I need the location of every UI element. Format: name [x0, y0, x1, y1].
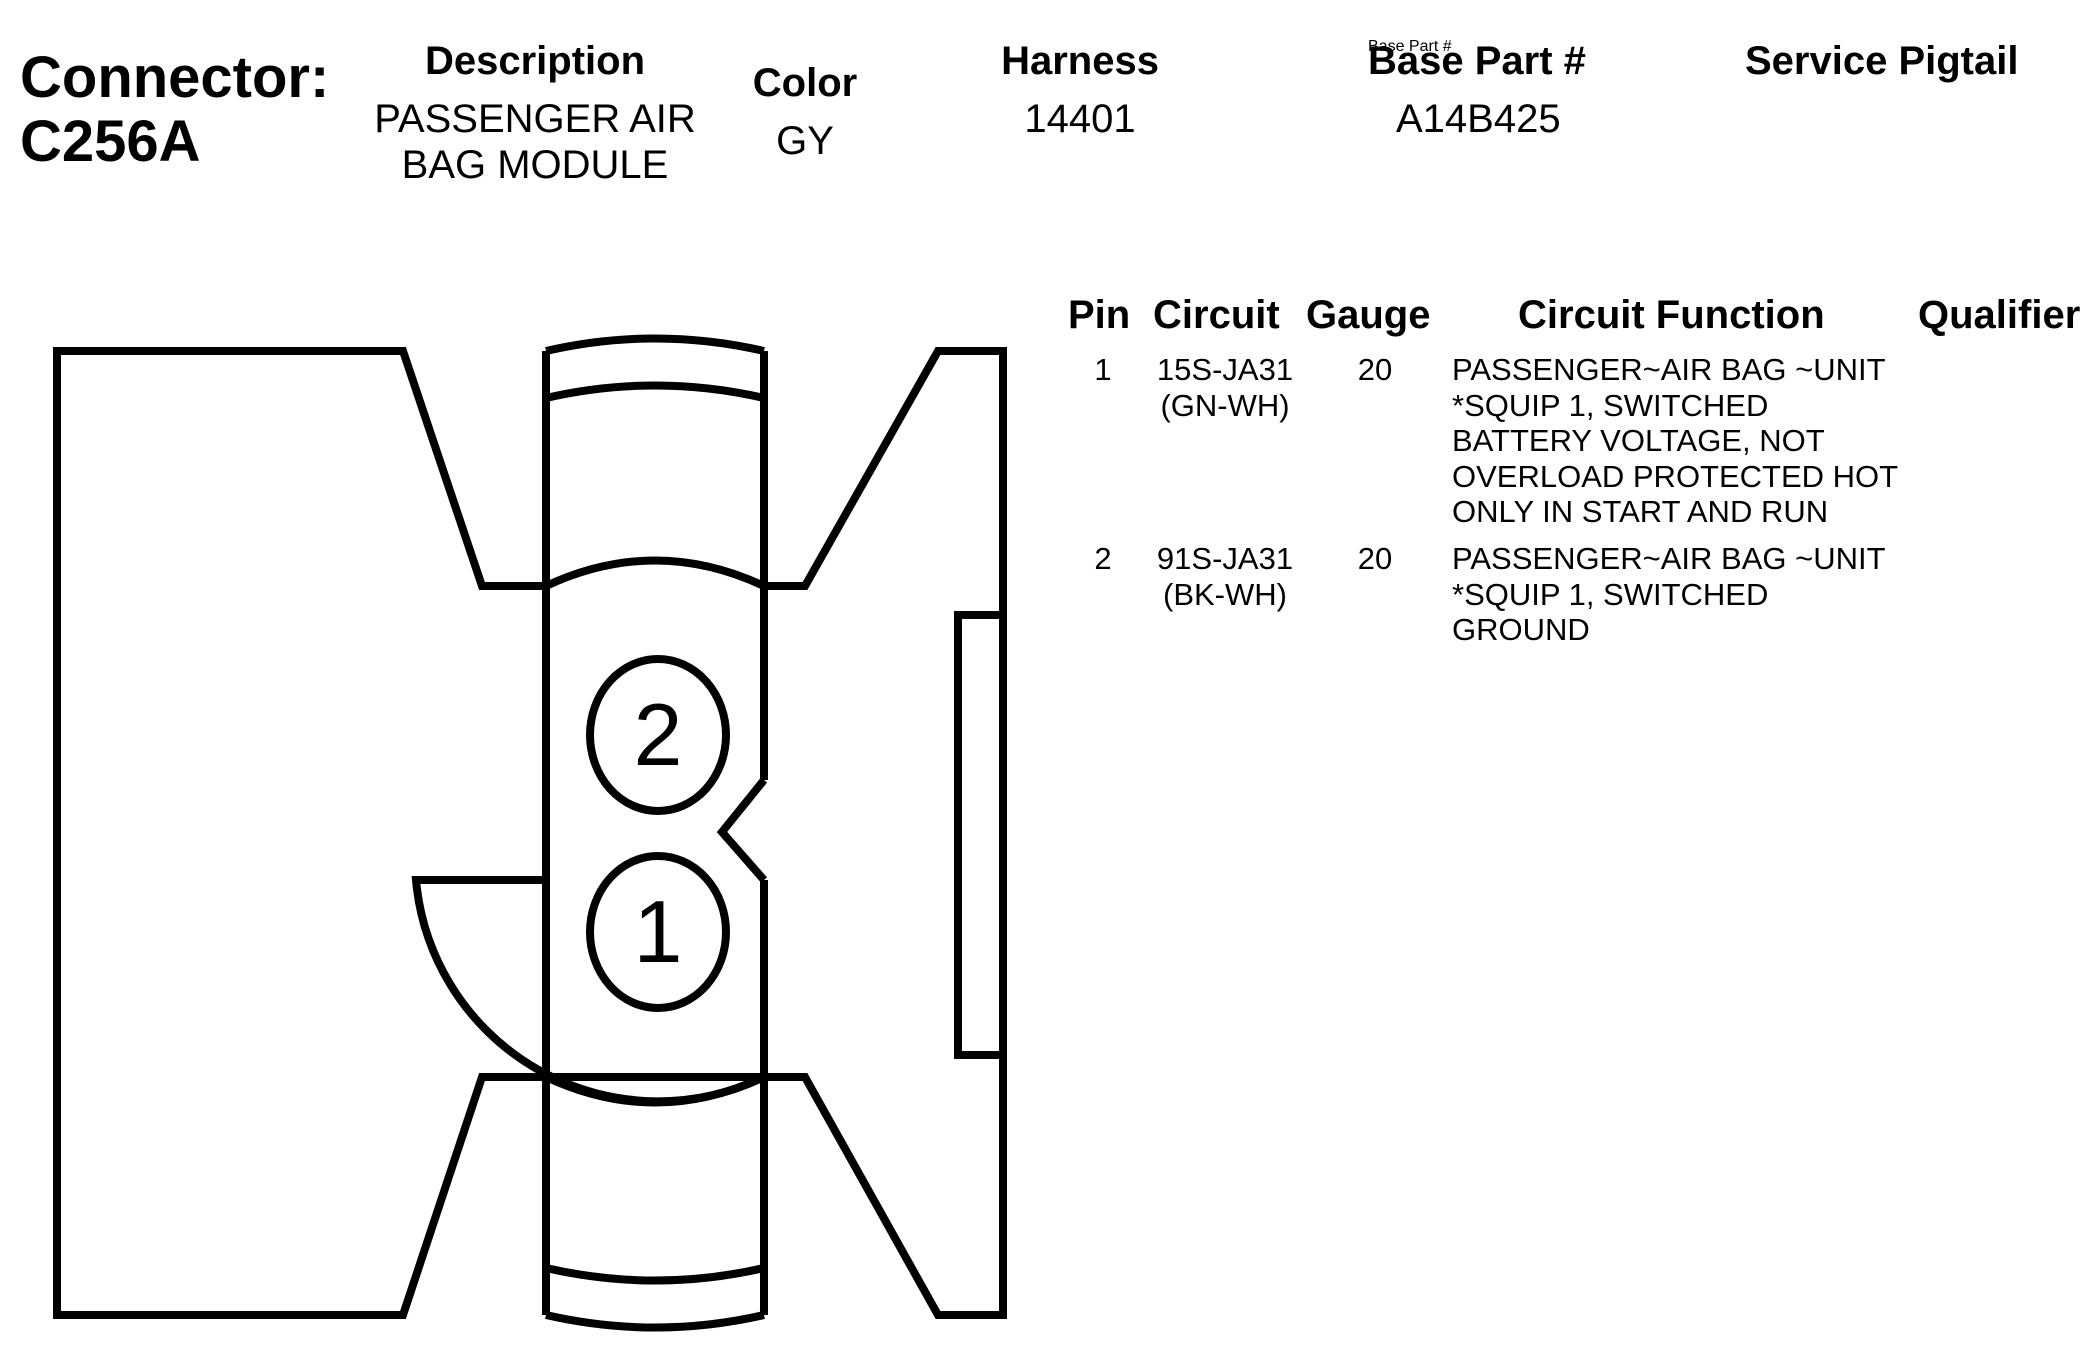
right-latch-slot	[954, 611, 1007, 1059]
service-pigtail-label: Service Pigtail	[1745, 39, 2019, 83]
pin-2-label: 2	[634, 685, 683, 784]
row-1-function: PASSENGER~AIR BAG ~UNIT *SQUIP 1, SWITCH…	[1452, 352, 1899, 529]
col-header-qualifier: Qualifier	[1918, 293, 2081, 337]
row-2-circuit: 91S-JA31 (BK-WH)	[1156, 541, 1294, 612]
row-1-gauge: 20	[1357, 352, 1393, 387]
row-1-circuit: 15S-JA31 (GN-WH)	[1156, 352, 1294, 423]
description-value: PASSENGER AIR BAG MODULE	[374, 97, 696, 187]
polarizing-notch	[716, 777, 768, 883]
col-header-pin: Pin	[1068, 293, 1131, 337]
harness-value: 14401	[1024, 97, 1136, 141]
col-header-gauge: Gauge	[1306, 293, 1431, 337]
connector-label: Connector:	[20, 45, 330, 110]
connector-title: Connector: C256A	[20, 46, 329, 174]
connector-id: C256A	[20, 109, 201, 174]
pin-2-cavity: 2	[586, 655, 730, 815]
row-2-pin: 2	[1094, 541, 1112, 576]
harness-block: Harness 14401	[940, 38, 1220, 142]
base-part-value: A14B425	[1396, 97, 1561, 141]
description-label: Description	[424, 39, 646, 83]
bottom-band-outer	[545, 1311, 765, 1332]
pin-1-cavity: 1	[586, 852, 730, 1012]
bottom-band-inner	[545, 1264, 765, 1285]
pin-1-label: 1	[634, 882, 683, 981]
color-value: GY	[776, 119, 834, 163]
description-block: Description PASSENGER AIR BAG MODULE	[340, 38, 730, 188]
color-block: Color GY	[720, 60, 890, 164]
left-housing-outline	[53, 347, 766, 1319]
top-band-outer	[545, 334, 765, 355]
col-header-circuit: Circuit	[1153, 293, 1280, 337]
row-1-pin: 1	[1094, 352, 1112, 387]
pin-1-circle	[586, 852, 730, 1012]
right-housing-outline	[764, 347, 1007, 1319]
row-2-gauge: 20	[1357, 541, 1393, 576]
connector-face-diagram: 2 1	[53, 334, 1007, 1332]
top-band-inner	[545, 381, 765, 402]
base-part-label-text: Base Part #	[1368, 39, 1586, 83]
cavity-top-arc	[544, 556, 766, 590]
col-header-circuit-function: Circuit Function	[1518, 293, 1825, 337]
harness-label: Harness	[1001, 39, 1159, 83]
base-part-label: Base Part #	[1368, 38, 1452, 55]
row-2-function: PASSENGER~AIR BAG ~UNIT *SQUIP 1, SWITCH…	[1452, 541, 1886, 647]
cavity-bottom-arc	[544, 1073, 766, 1107]
pin-2-circle	[586, 655, 730, 815]
color-label: Color	[752, 61, 858, 105]
